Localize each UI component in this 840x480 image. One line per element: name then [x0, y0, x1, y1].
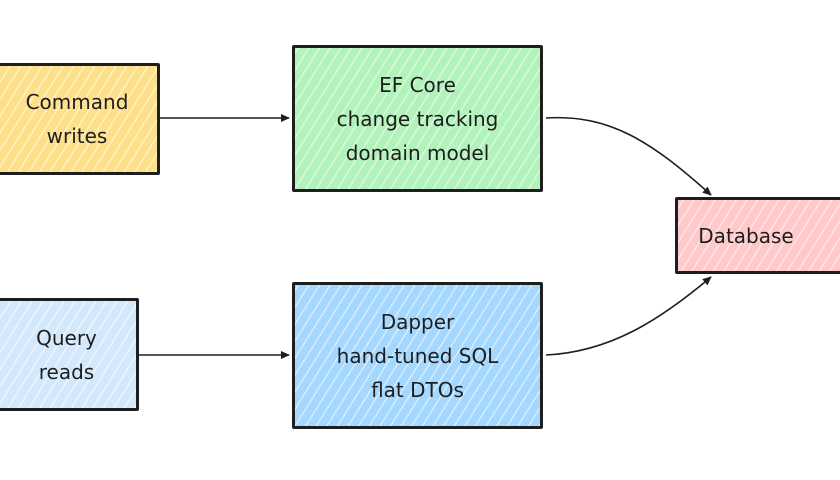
- dapper-node: Dapper hand-tuned SQL flat DTOs: [292, 282, 543, 429]
- node-label: Database: [698, 219, 793, 253]
- node-label: Command writes: [26, 85, 129, 153]
- node-label-line: Command: [25, 90, 129, 114]
- node-label: EF Core change tracking domain model: [337, 68, 499, 170]
- database-node: Database: [675, 197, 840, 274]
- node-label-line: Dapper: [380, 309, 455, 334]
- node-label-line: Database: [698, 223, 794, 248]
- node-label-line: EF Core: [379, 72, 456, 97]
- ef-core-node: EF Core change tracking domain model: [292, 45, 543, 192]
- node-label-line: Query: [36, 325, 97, 350]
- node-label-line: reads: [38, 359, 95, 384]
- node-label-line: domain model: [345, 140, 490, 165]
- node-label-line: hand-tuned SQL: [336, 343, 499, 368]
- command-writes-node: Command writes: [0, 63, 160, 175]
- arrow-efcore-to-database: [545, 116, 712, 196]
- arrow-dapper-to-database: [545, 276, 712, 356]
- node-label: Query reads: [36, 321, 97, 389]
- node-label-line: flat DTOs: [371, 377, 464, 402]
- node-label: Dapper hand-tuned SQL flat DTOs: [337, 305, 499, 407]
- query-reads-node: Query reads: [0, 298, 139, 411]
- node-label-line: change tracking: [336, 106, 499, 131]
- node-label-line: writes: [46, 124, 108, 148]
